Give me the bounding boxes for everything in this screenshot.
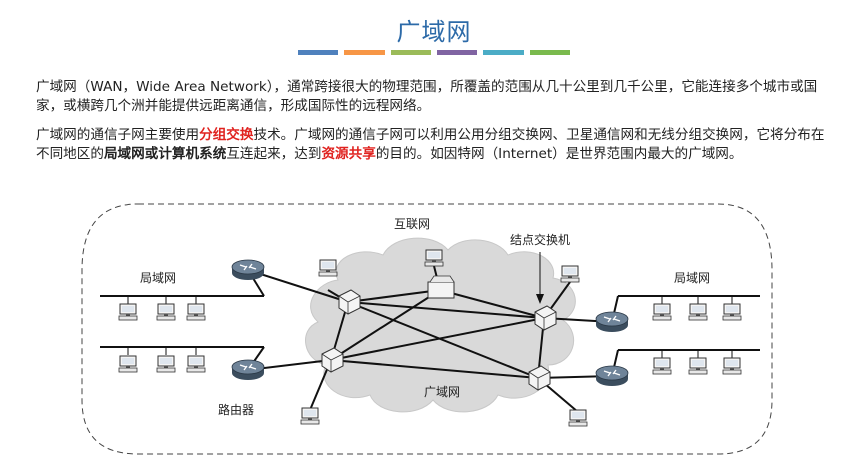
page-title: 广域网 xyxy=(396,18,472,46)
color-bar-segment xyxy=(390,50,431,55)
label-router: 路由器 xyxy=(218,402,254,417)
paragraph-subnet: 广域网的通信子网主要使用分组交换技术。广域网的通信子网可以利用公用分组交换网、卫… xyxy=(36,126,836,164)
label-internet: 互联网 xyxy=(394,217,430,231)
p2-text-4: 的目的。如因特网（Internet）是世界范围内最大的广域网。 xyxy=(375,146,743,162)
node-switch-icon xyxy=(427,275,455,299)
label-lan-right: 局域网 xyxy=(674,271,710,285)
label-wan: 广域网 xyxy=(424,385,460,399)
diagram-frame xyxy=(81,203,773,455)
highlight-resource-sharing: 资源共享 xyxy=(321,146,376,162)
color-bar-segment xyxy=(298,50,339,55)
highlight-lan-systems: 局域网或计算机系统 xyxy=(103,146,227,162)
router-icon xyxy=(231,359,265,381)
color-bar-segment xyxy=(436,50,478,55)
wan-topology-diagram: 互联网 结点交换机 局域网 局域网 广域网 路由器 xyxy=(81,203,773,455)
router-icon xyxy=(595,311,629,333)
title-color-bar xyxy=(298,50,570,55)
p2-text-3: 互连起来，达到 xyxy=(226,146,322,162)
lan-pcs-right xyxy=(652,303,742,375)
paragraph-definition: 广域网（WAN，Wide Area Network），通常跨接很大的物理范围，所… xyxy=(36,79,818,114)
color-bar-segment xyxy=(483,50,524,55)
p2-text-2: 技术。广域网的通信子网可以利用公用分组交换网、卫星通信网和无线分组交换网，它将分… xyxy=(36,127,825,162)
router-icon xyxy=(231,259,265,281)
router-icon xyxy=(595,365,629,387)
p2-text-1: 广域网的通信子网主要使用 xyxy=(36,127,200,143)
color-bar-segment xyxy=(344,50,385,55)
label-node-switch: 结点交换机 xyxy=(510,232,570,247)
color-bar-segment xyxy=(529,50,570,55)
lan-pcs-left xyxy=(118,303,206,373)
highlight-packet-switching: 分组交换 xyxy=(199,127,254,143)
label-lan-left: 局域网 xyxy=(140,271,176,285)
